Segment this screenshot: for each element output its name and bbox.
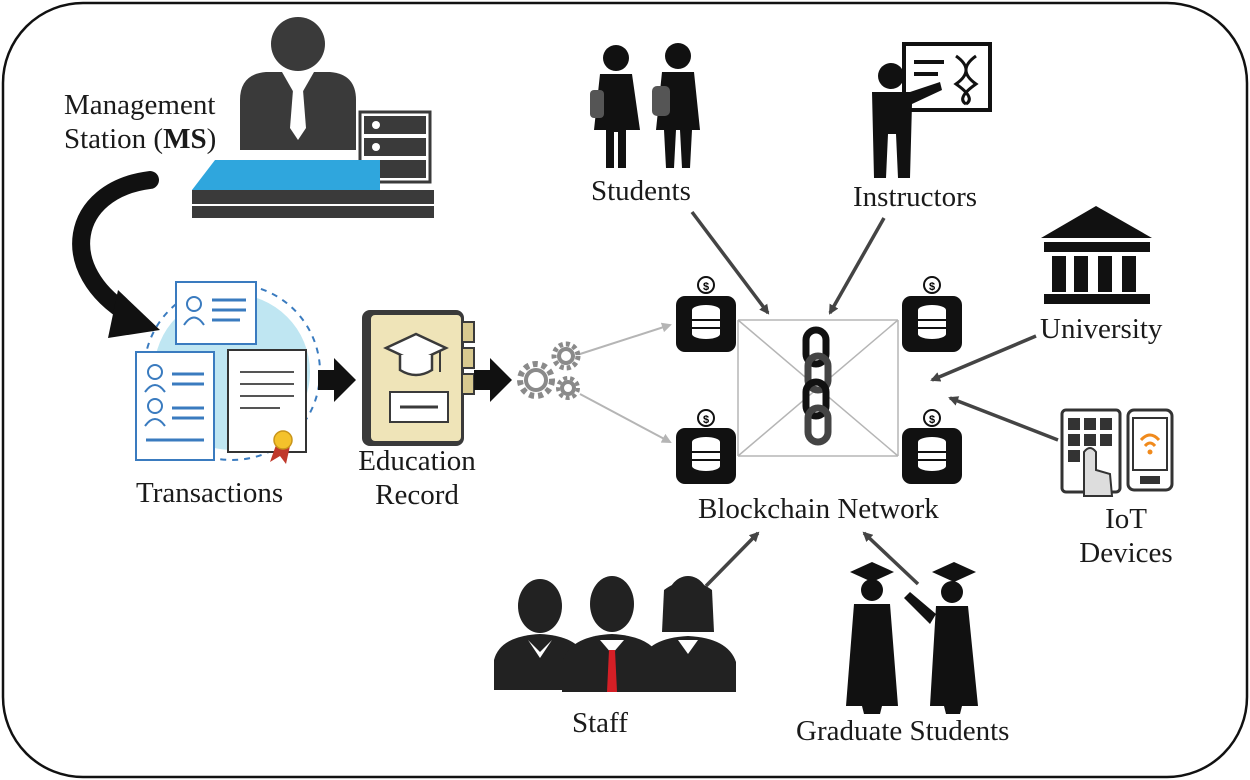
management-label-prefix: Station ( xyxy=(64,123,164,155)
transactions-label: Transactions xyxy=(136,477,284,509)
students-label: Students xyxy=(591,175,691,207)
management-station-icon xyxy=(192,17,434,218)
management-station-label: Management Station (MS) xyxy=(64,88,216,156)
staff-icon xyxy=(494,576,736,692)
university-icon xyxy=(1041,206,1152,304)
iot-devices-label: IoT Devices xyxy=(1064,502,1188,570)
graduate-students-icon xyxy=(846,562,978,714)
transactions-icon xyxy=(135,281,321,464)
education-record-icon xyxy=(362,310,475,446)
students-arrow xyxy=(690,210,770,315)
education-record-label: Education Record xyxy=(342,444,492,512)
ms-to-transactions-arrow xyxy=(72,171,160,338)
staff-label: Staff xyxy=(572,707,628,739)
coin-icon-1: $ xyxy=(703,281,709,293)
iot-label-line1: IoT xyxy=(1105,503,1147,535)
management-label-suffix: ) xyxy=(206,123,217,155)
management-label-line1: Management xyxy=(64,89,216,121)
management-label-line2: Station (MS) xyxy=(64,122,216,156)
gears-to-node-top-arrow xyxy=(579,322,672,355)
instructors-arrow xyxy=(828,217,886,315)
gears-to-node-bottom-arrow xyxy=(579,393,672,443)
coin-icon-2: $ xyxy=(929,281,935,293)
staff-arrow xyxy=(704,531,760,588)
blockchain-node-top-left xyxy=(676,276,736,352)
blockchain-node-bottom-right xyxy=(902,409,962,484)
blockchain-network-label: Blockchain Network xyxy=(698,493,939,525)
iot-arrow xyxy=(948,396,1059,442)
chain-link-icon xyxy=(802,326,832,446)
instructors-label: Instructors xyxy=(853,181,978,213)
university-arrow xyxy=(930,334,1037,382)
iot-label-line2: Devices xyxy=(1079,537,1173,569)
education-label-line1: Education xyxy=(358,445,476,477)
university-label: University xyxy=(1040,313,1163,345)
instructors-icon xyxy=(872,42,992,178)
transactions-to-record-arrow xyxy=(318,358,356,402)
gears-icon xyxy=(517,341,581,400)
iot-devices-icon xyxy=(1060,408,1174,497)
blockchain-node-top-right xyxy=(902,276,962,352)
coin-icon-3: $ xyxy=(703,414,709,426)
coin-icon-4: $ xyxy=(929,414,935,426)
record-to-gears-arrow xyxy=(474,358,512,402)
students-icon xyxy=(590,43,700,168)
graduate-students-label: Graduate Students xyxy=(796,715,1010,747)
management-label-bold: MS xyxy=(163,123,207,155)
graduate-students-arrow xyxy=(862,531,920,586)
education-label-line2: Record xyxy=(375,479,459,511)
blockchain-node-bottom-left xyxy=(676,409,736,484)
